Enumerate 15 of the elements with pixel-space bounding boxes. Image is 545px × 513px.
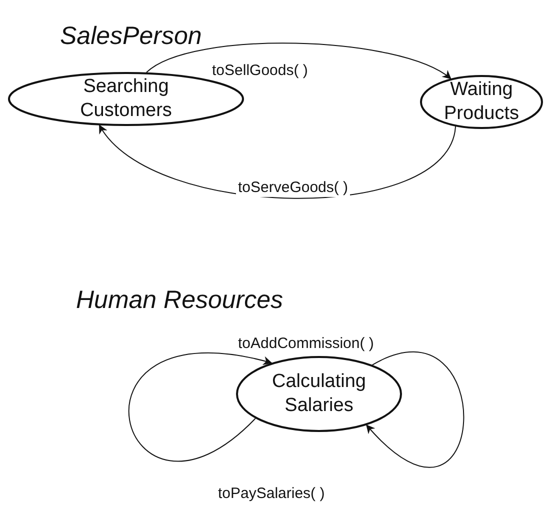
edge-label: toPaySalaries( ) — [216, 485, 327, 503]
state-name: Searching Customers — [79, 75, 173, 123]
section-heading: Human Resources — [76, 286, 284, 315]
edge-label: toServeGoods( ) — [236, 179, 350, 197]
state-name: Calculating Salaries — [271, 370, 367, 418]
state-name: Waiting Products — [443, 78, 520, 126]
edge-label: toSellGoods( ) — [210, 62, 310, 80]
transition-arrow — [98, 124, 456, 199]
state-ellipse — [236, 356, 402, 432]
transition-arrow — [146, 42, 452, 80]
transition-arrow — [366, 352, 464, 467]
state-ellipse — [420, 75, 543, 129]
transition-arrow — [129, 352, 272, 462]
section-heading: SalesPerson — [60, 22, 202, 51]
edge-label: toAddCommission( ) — [236, 335, 376, 353]
